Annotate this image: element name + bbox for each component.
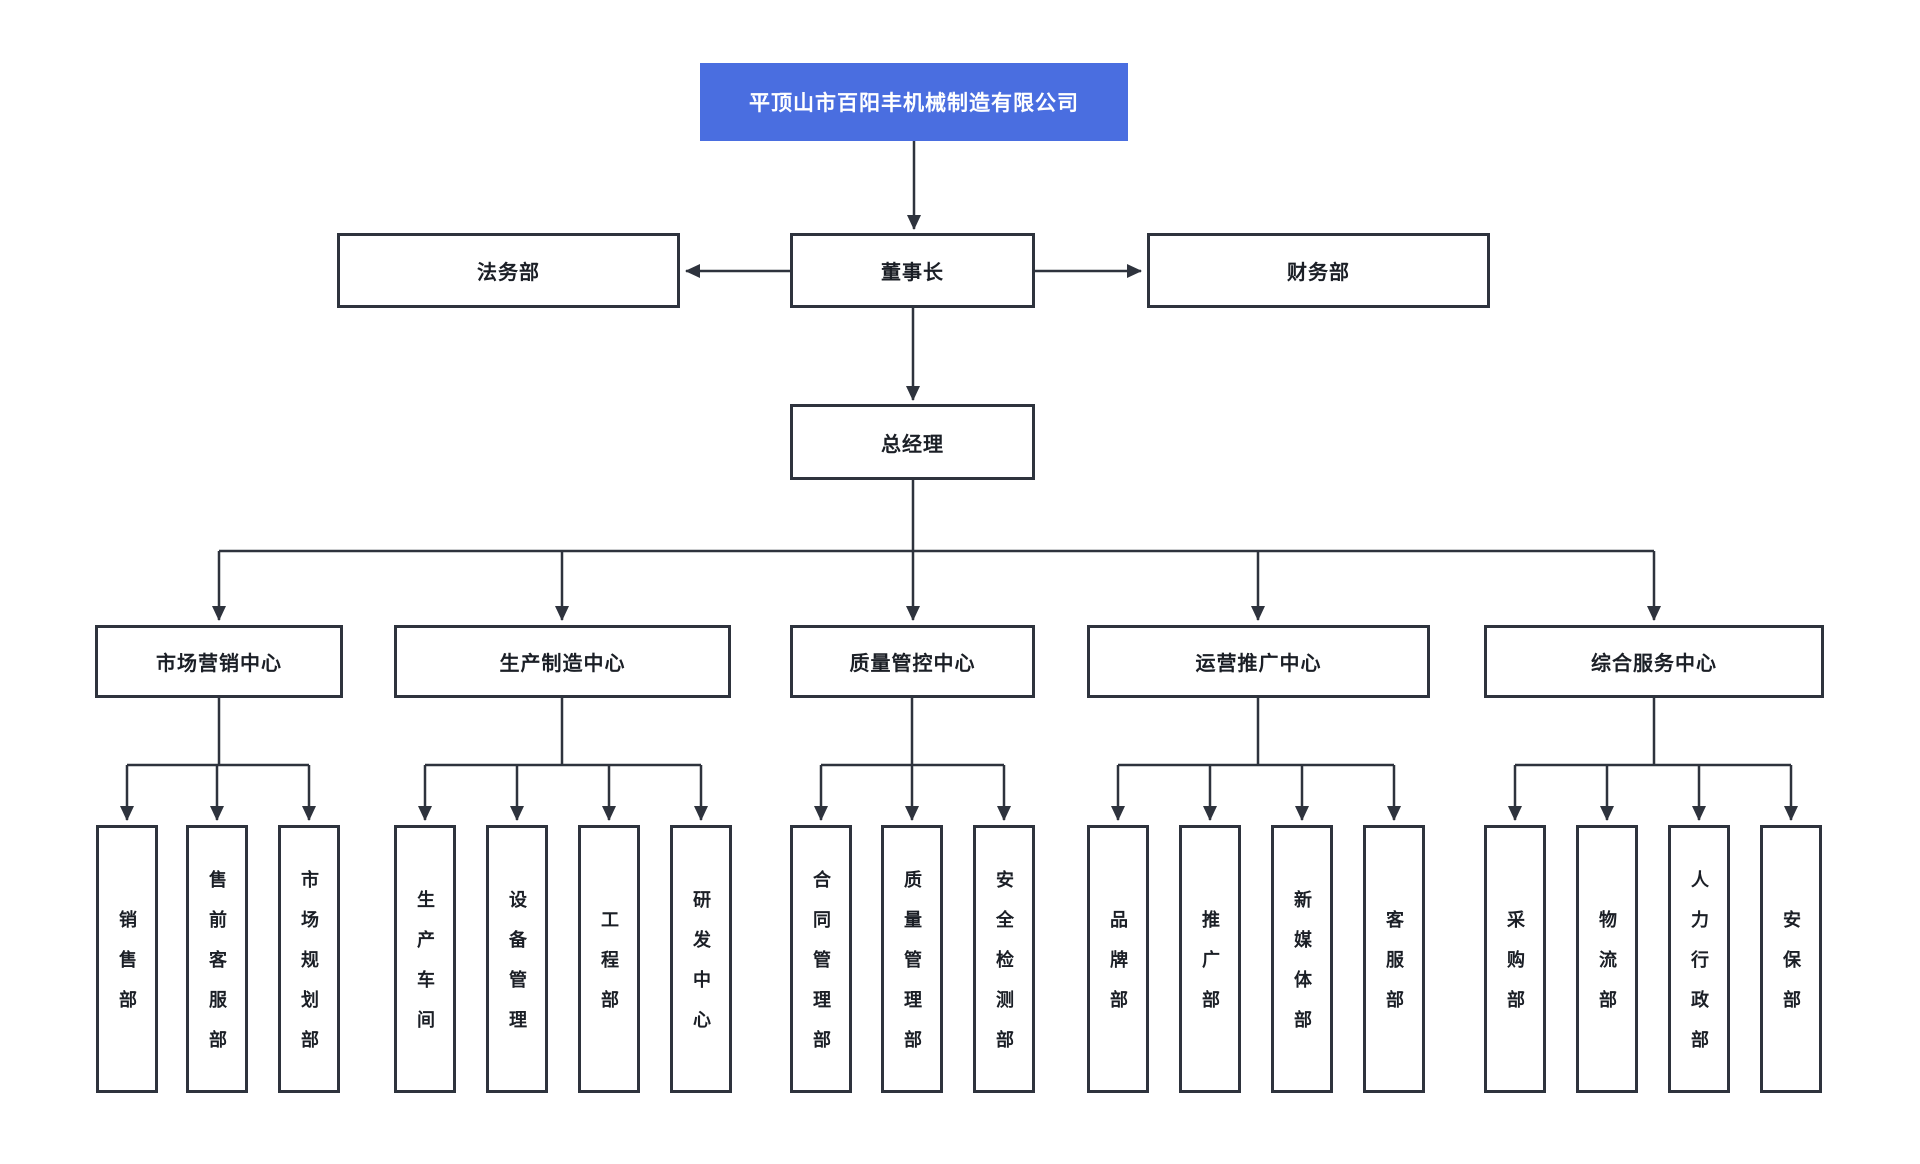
center-label-production: 生产制造中心: [499, 653, 626, 675]
dept-label-market-planning: 市场规划部: [299, 870, 319, 1070]
dept-label-contract-management: 合同管理部: [811, 870, 831, 1070]
center-box-production[interactable]: 生产制造中心: [394, 625, 731, 698]
center-label-operations: 运营推广中心: [1195, 653, 1322, 675]
dept-label-quality-management: 质量管理部: [902, 870, 922, 1070]
dept-label-new-media: 新媒体部: [1292, 890, 1312, 1050]
dept-label-hr-admin: 人力行政部: [1689, 870, 1709, 1070]
dept-box-logistics[interactable]: 物流部: [1576, 825, 1638, 1093]
company-root-label: 平顶山市百阳丰机械制造有限公司: [749, 92, 1079, 115]
dept-label-production-workshop: 生产车间: [415, 890, 435, 1050]
chairman-box[interactable]: 董事长: [790, 233, 1035, 308]
legal-dept-box[interactable]: 法务部: [337, 233, 680, 308]
center-label-marketing: 市场营销中心: [156, 653, 282, 675]
dept-label-brand: 品牌部: [1108, 910, 1128, 1030]
dept-box-market-planning[interactable]: 市场规划部: [278, 825, 340, 1093]
dept-box-rnd-center[interactable]: 研发中心: [670, 825, 732, 1093]
dept-label-engineering: 工程部: [599, 910, 619, 1030]
dept-label-presales-service: 售前客服部: [207, 870, 227, 1070]
legal-dept-label: 法务部: [477, 262, 540, 284]
dept-box-quality-management[interactable]: 质量管理部: [881, 825, 943, 1093]
dept-box-contract-management[interactable]: 合同管理部: [790, 825, 852, 1093]
dept-box-promotion[interactable]: 推广部: [1179, 825, 1241, 1093]
general-manager-box[interactable]: 总经理: [790, 404, 1035, 480]
dept-box-equipment-management[interactable]: 设备管理: [486, 825, 548, 1093]
dept-label-sales: 销售部: [117, 910, 137, 1030]
chairman-label: 董事长: [881, 262, 944, 284]
dept-box-sales[interactable]: 销售部: [96, 825, 158, 1093]
dept-box-engineering[interactable]: 工程部: [578, 825, 640, 1093]
dept-label-logistics: 物流部: [1597, 910, 1617, 1030]
dept-box-production-workshop[interactable]: 生产车间: [394, 825, 456, 1093]
dept-label-procurement: 采购部: [1505, 910, 1525, 1030]
dept-box-safety-inspection[interactable]: 安全检测部: [973, 825, 1035, 1093]
dept-label-promotion: 推广部: [1200, 910, 1220, 1030]
dept-box-brand[interactable]: 品牌部: [1087, 825, 1149, 1093]
dept-label-rnd-center: 研发中心: [691, 890, 711, 1050]
general-manager-label: 总经理: [881, 433, 944, 456]
dept-label-equipment-management: 设备管理: [507, 890, 527, 1050]
company-root-box[interactable]: 平顶山市百阳丰机械制造有限公司: [700, 63, 1128, 141]
dept-box-procurement[interactable]: 采购部: [1484, 825, 1546, 1093]
dept-box-presales-service[interactable]: 售前客服部: [186, 825, 248, 1093]
center-box-quality[interactable]: 质量管控中心: [790, 625, 1035, 698]
center-label-services: 综合服务中心: [1591, 653, 1717, 675]
finance-dept-box[interactable]: 财务部: [1147, 233, 1490, 308]
center-box-operations[interactable]: 运营推广中心: [1087, 625, 1430, 698]
dept-box-customer-service[interactable]: 客服部: [1363, 825, 1425, 1093]
dept-box-new-media[interactable]: 新媒体部: [1271, 825, 1333, 1093]
center-box-marketing[interactable]: 市场营销中心: [95, 625, 343, 698]
dept-box-hr-admin[interactable]: 人力行政部: [1668, 825, 1730, 1093]
dept-label-customer-service: 客服部: [1384, 910, 1404, 1030]
dept-label-security: 安保部: [1781, 910, 1801, 1030]
dept-box-security[interactable]: 安保部: [1760, 825, 1822, 1093]
finance-dept-label: 财务部: [1287, 262, 1350, 284]
dept-label-safety-inspection: 安全检测部: [994, 870, 1014, 1070]
center-label-quality: 质量管控中心: [849, 653, 976, 675]
center-box-services[interactable]: 综合服务中心: [1484, 625, 1824, 698]
